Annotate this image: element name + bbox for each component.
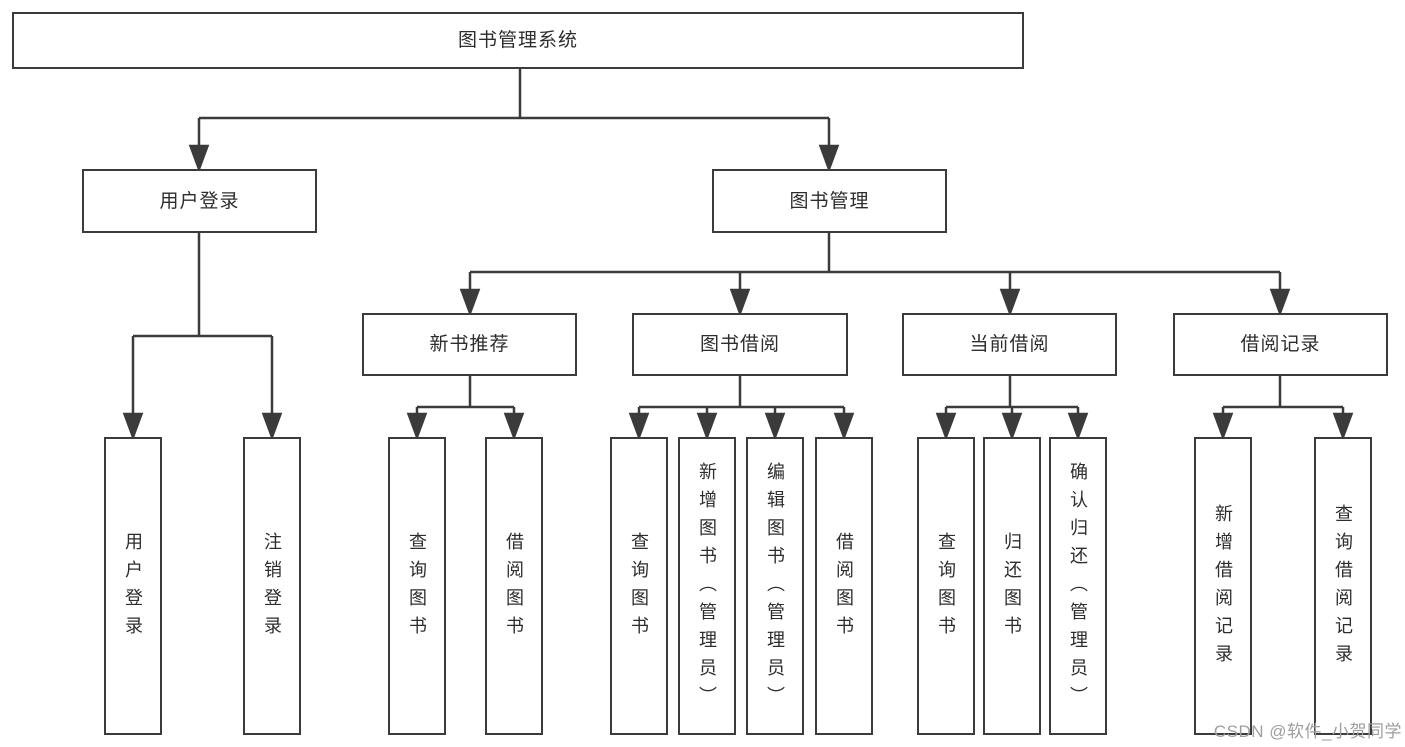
node-query-books-2: 查询图书: [610, 437, 668, 735]
node-add-borrow-record: 新增借阅记录: [1194, 437, 1252, 735]
node-return-book: 归还图书: [983, 437, 1041, 735]
node-borrow-book-1: 借阅图书: [485, 437, 543, 735]
node-borrow-book-2: 借阅图书: [815, 437, 873, 735]
node-add-book-admin: 新增图书（管理员）: [678, 437, 736, 735]
node-book-management: 图书管理: [712, 169, 947, 233]
node-book-borrowing: 图书借阅: [632, 313, 848, 376]
connector-current-borrowing-children: [935, 376, 1089, 441]
node-confirm-return-admin: 确认归还（管理员）: [1049, 437, 1107, 735]
connector-book-mgmt-children: [459, 233, 1291, 317]
node-query-books-3: 查询图书: [917, 437, 975, 735]
node-edit-book-admin: 编辑图书（管理员）: [746, 437, 804, 735]
connector-root-to-level2: [188, 69, 840, 173]
connector-user-login-children: [122, 233, 283, 441]
connector-borrow-records-children: [1212, 376, 1354, 441]
node-current-borrowing: 当前借阅: [902, 313, 1117, 376]
connector-new-book-children: [406, 376, 525, 441]
csdn-watermark: CSDN @软件_小贺同学: [1213, 722, 1402, 741]
node-new-book-recommend: 新书推荐: [362, 313, 577, 376]
node-user-login-leaf: 用户登录: [104, 437, 162, 735]
connector-book-borrowing-children: [628, 376, 855, 441]
node-library-management-system: 图书管理系统: [12, 12, 1024, 69]
node-borrowing-records: 借阅记录: [1173, 313, 1388, 376]
node-query-books-1: 查询图书: [388, 437, 446, 735]
node-user-login: 用户登录: [82, 169, 317, 233]
node-logout-login: 注销登录: [243, 437, 301, 735]
node-query-borrow-record: 查询借阅记录: [1314, 437, 1372, 735]
